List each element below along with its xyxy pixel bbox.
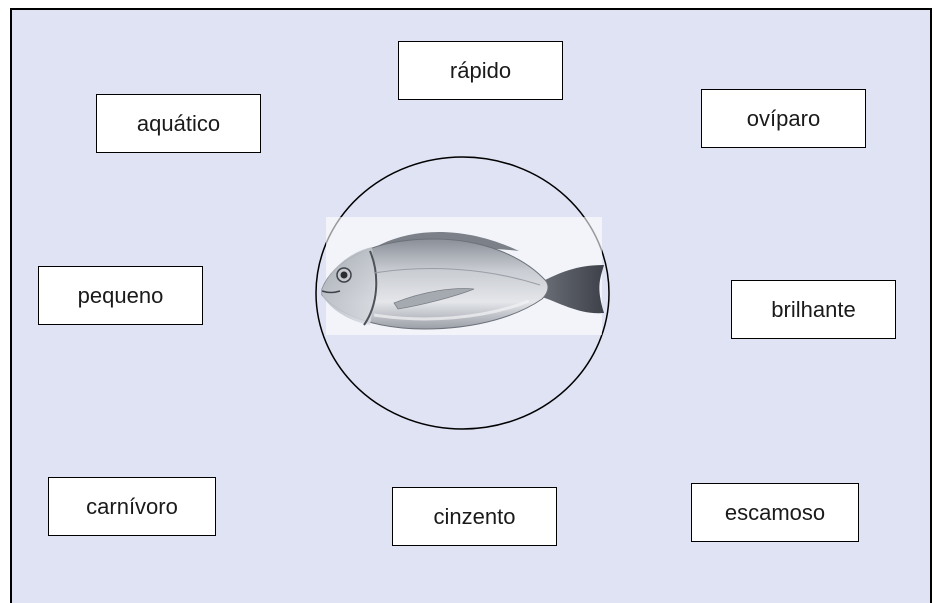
- word-box-pequeno: pequeno: [38, 266, 203, 325]
- word-label-pequeno: pequeno: [77, 282, 164, 308]
- word-label-brilhante: brilhante: [771, 296, 856, 322]
- word-label-rapido: rápido: [449, 57, 512, 83]
- word-label-cinzento: cinzento: [433, 503, 516, 529]
- word-box-carnivoro: carnívoro: [48, 477, 216, 536]
- word-box-oviparo: ovíparo: [701, 89, 866, 148]
- word-label-oviparo: ovíparo: [746, 105, 821, 131]
- fish-circle: [315, 156, 610, 430]
- word-label-escamoso: escamoso: [724, 499, 826, 525]
- word-box-cinzento: cinzento: [392, 487, 557, 546]
- word-label-carnivoro: carnívoro: [86, 493, 178, 519]
- word-box-escamoso: escamoso: [691, 483, 859, 542]
- fish-image: [321, 232, 604, 330]
- worksheet-panel: rápido aquático ovíparo pequeno brilhant…: [10, 8, 932, 603]
- word-box-aquatico: aquático: [96, 94, 261, 153]
- word-label-aquatico: aquático: [136, 110, 221, 136]
- word-box-brilhante: brilhante: [731, 280, 896, 339]
- word-box-rapido: rápido: [398, 41, 563, 100]
